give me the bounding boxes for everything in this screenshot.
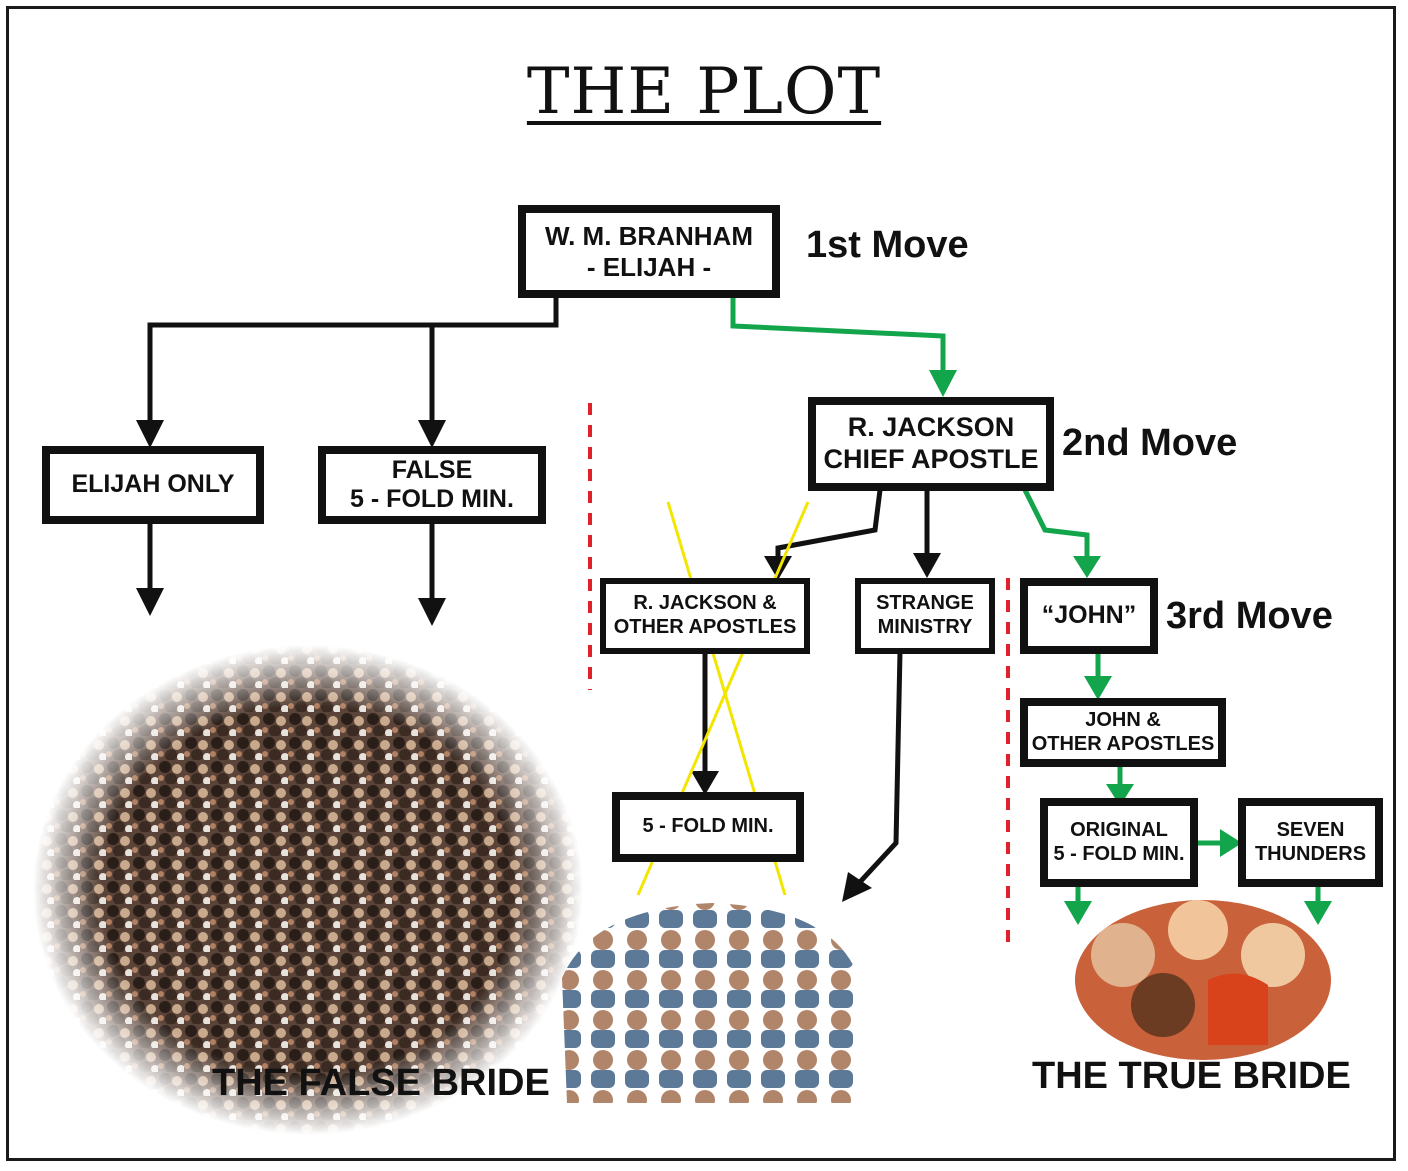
arrow-strange-ministry-middle-crowd	[856, 649, 903, 886]
label-third-move: 3rd Move	[1166, 595, 1333, 637]
node-jackson: R. JACKSON CHIEF APOSTLE	[808, 397, 1054, 491]
label-first-move: 1st Move	[806, 224, 969, 266]
label-second-move: 2nd Move	[1062, 422, 1238, 464]
true-bride-crowd-image	[1075, 900, 1331, 1060]
node-false-fivefold: FALSE 5 - FOLD MIN.	[318, 446, 546, 524]
node-branham: W. M. BRANHAM - ELIJAH -	[518, 205, 780, 298]
node-original-fivefold: ORIGINAL 5 - FOLD MIN.	[1040, 798, 1198, 887]
node-fivefold: 5 - FOLD MIN.	[612, 792, 804, 862]
node-strange-ministry: STRANGE MINISTRY	[855, 578, 995, 654]
node-jackson-apostles: R. JACKSON & OTHER APOSTLES	[600, 578, 810, 654]
node-elijah-only: ELIJAH ONLY	[42, 446, 264, 524]
page-title: THE PLOT	[0, 55, 1408, 129]
node-seven-thunders: SEVEN THUNDERS	[1238, 798, 1383, 887]
false-bride-crowd-image	[33, 645, 583, 1135]
title-text: THE PLOT	[526, 55, 882, 129]
arrow-jackson-john-green	[1022, 488, 1090, 558]
arrow-branham-elijah-only	[147, 290, 559, 423]
caption-false-bride: THE FALSE BRIDE	[212, 1062, 550, 1104]
node-john-apostles: JOHN & OTHER APOSTLES	[1020, 698, 1226, 767]
arrow-branham-jackson-green	[730, 293, 946, 370]
diagram-frame	[6, 6, 1396, 1161]
arrow-jackson-jackson-apostles	[775, 487, 883, 563]
caption-true-bride: THE TRUE BRIDE	[1032, 1055, 1351, 1097]
node-john: “JOHN”	[1020, 578, 1158, 654]
middle-crowd-image	[562, 903, 862, 1103]
